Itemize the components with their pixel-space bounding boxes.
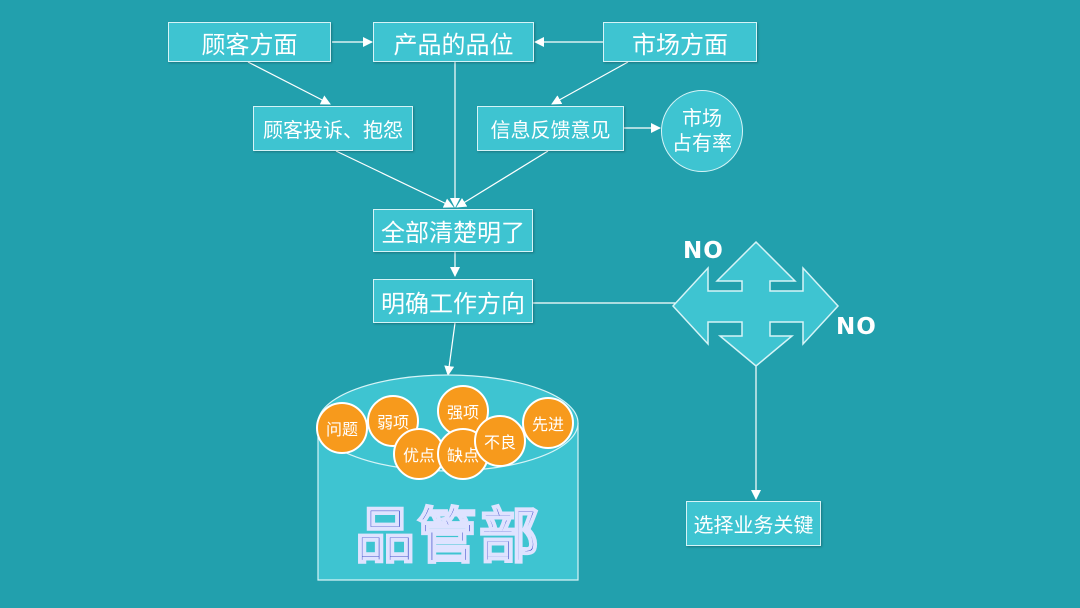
- market-share-circle: 市场 占有率: [661, 90, 743, 172]
- arrow-direction-to-department: [444, 322, 456, 376]
- product-position-box: 产品的品位: [373, 22, 534, 62]
- arrow-complaints-to-clear: [335, 150, 454, 208]
- arrow-feedback-to-clear: [456, 150, 549, 208]
- item-bad: 不良: [474, 415, 526, 467]
- item-problem: 问题: [316, 402, 368, 454]
- department-title: 品管部: [354, 501, 541, 573]
- market-share-line2: 占有率: [672, 131, 732, 155]
- feedback-box: 信息反馈意见: [477, 106, 624, 151]
- crossroad-arrow-icon: [671, 240, 840, 367]
- no-label-top: NO: [683, 238, 724, 264]
- key-business-box: 选择业务关键: [686, 501, 821, 546]
- arrow-market-to-feedback: [551, 61, 629, 105]
- all-clear-box: 全部清楚明了: [373, 209, 533, 252]
- work-direction-box: 明确工作方向: [373, 279, 533, 323]
- market-share-line1: 市场: [682, 106, 722, 130]
- item-merit: 优点: [393, 428, 445, 480]
- market-box: 市场方面: [603, 22, 757, 62]
- customer-box: 顾客方面: [168, 22, 331, 62]
- complaints-box: 顾客投诉、抱怨: [253, 106, 413, 151]
- arrow-customer-to-complaints: [247, 61, 331, 105]
- no-label-right: NO: [836, 314, 877, 340]
- item-advanced: 先进: [522, 397, 574, 449]
